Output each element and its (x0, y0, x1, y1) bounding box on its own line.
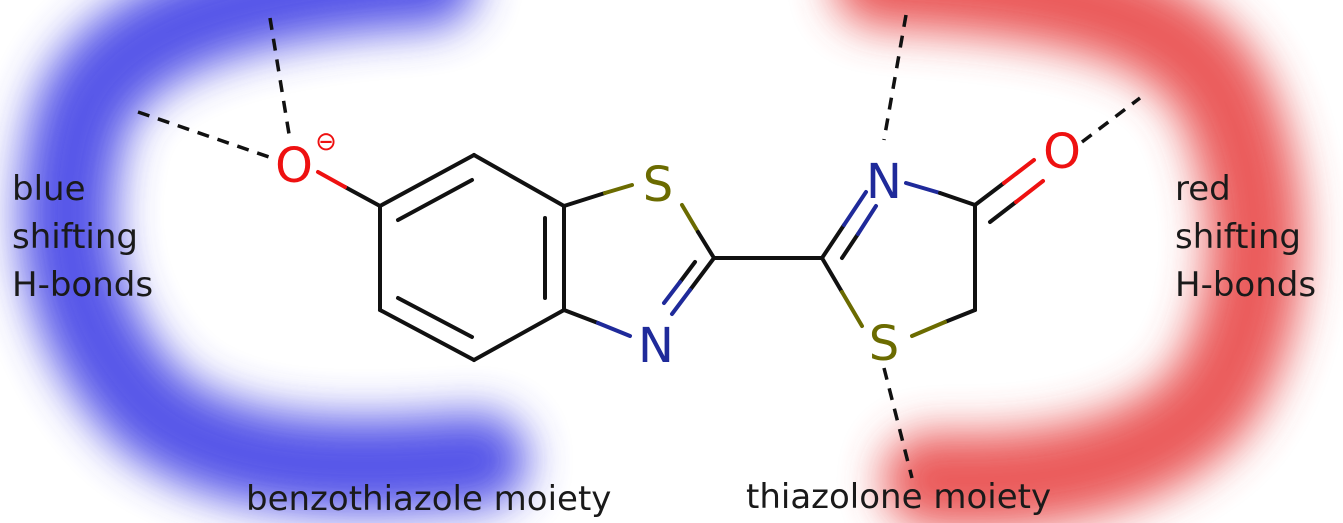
bond (943, 308, 977, 324)
hbond-dash-s-down (882, 367, 914, 479)
bond-double (988, 200, 1018, 224)
bond (688, 256, 716, 292)
blue-shift-label: blue shifting H-bonds (12, 169, 153, 305)
bond (904, 181, 942, 195)
bond-double (678, 260, 697, 284)
thiazolone-moiety-label: thiazolone moiety (746, 477, 1051, 517)
bond (378, 153, 476, 208)
bond (343, 185, 382, 208)
bond (820, 223, 846, 260)
bond (696, 230, 716, 260)
bond (596, 321, 632, 338)
bond (973, 181, 1006, 207)
bond (680, 203, 700, 234)
bond (820, 256, 844, 294)
bond (562, 308, 600, 325)
bond (316, 170, 347, 189)
bond-inner (396, 178, 474, 222)
atom-thiazolone-nitrogen: N (866, 154, 902, 210)
bond-double (856, 204, 878, 236)
bond (603, 183, 634, 195)
bond-double (1014, 179, 1045, 204)
bond (938, 191, 977, 207)
blue-label-line-3: H-bonds (12, 265, 153, 305)
bond (1002, 158, 1036, 185)
atom-benzo-nitrogen: N (638, 318, 674, 374)
atom-phenoxide-oxygen: O (275, 138, 313, 194)
bond-inner (396, 296, 474, 339)
hydrogen-bond-dashes (137, 14, 1142, 479)
blue-label-line-2: shifting (12, 217, 138, 257)
atom-phenoxide-charge: ⊖ (315, 127, 337, 157)
bond (670, 288, 692, 316)
hbond-dash-o-left (137, 110, 273, 160)
bond (472, 308, 566, 362)
bond (562, 191, 607, 208)
blue-label-line-1: blue (12, 169, 86, 209)
bond-double (662, 280, 682, 305)
red-shift-label: red shifting H-bonds (1175, 169, 1316, 305)
bond (472, 153, 566, 208)
bond (842, 190, 868, 227)
bond-double (840, 232, 860, 260)
blue-shift-glow (19, 0, 528, 514)
atom-benzo-sulfur: S (643, 157, 673, 213)
bond (840, 290, 864, 328)
red-label-line-1: red (1175, 169, 1231, 209)
red-label-line-3: H-bonds (1175, 265, 1316, 305)
bond (910, 320, 947, 338)
red-shift-glow (837, 0, 1303, 523)
bond (378, 308, 476, 362)
molecule-bonds (316, 153, 1045, 362)
atom-thiazolone-sulfur: S (869, 316, 899, 372)
hbond-dash-n-up (882, 14, 908, 141)
atom-carbonyl-oxygen: O (1043, 124, 1081, 180)
hbond-dash-co-right (1080, 96, 1142, 144)
red-label-line-2: shifting (1175, 217, 1301, 257)
benzothiazole-moiety-label: benzothiazole moiety (246, 479, 611, 519)
